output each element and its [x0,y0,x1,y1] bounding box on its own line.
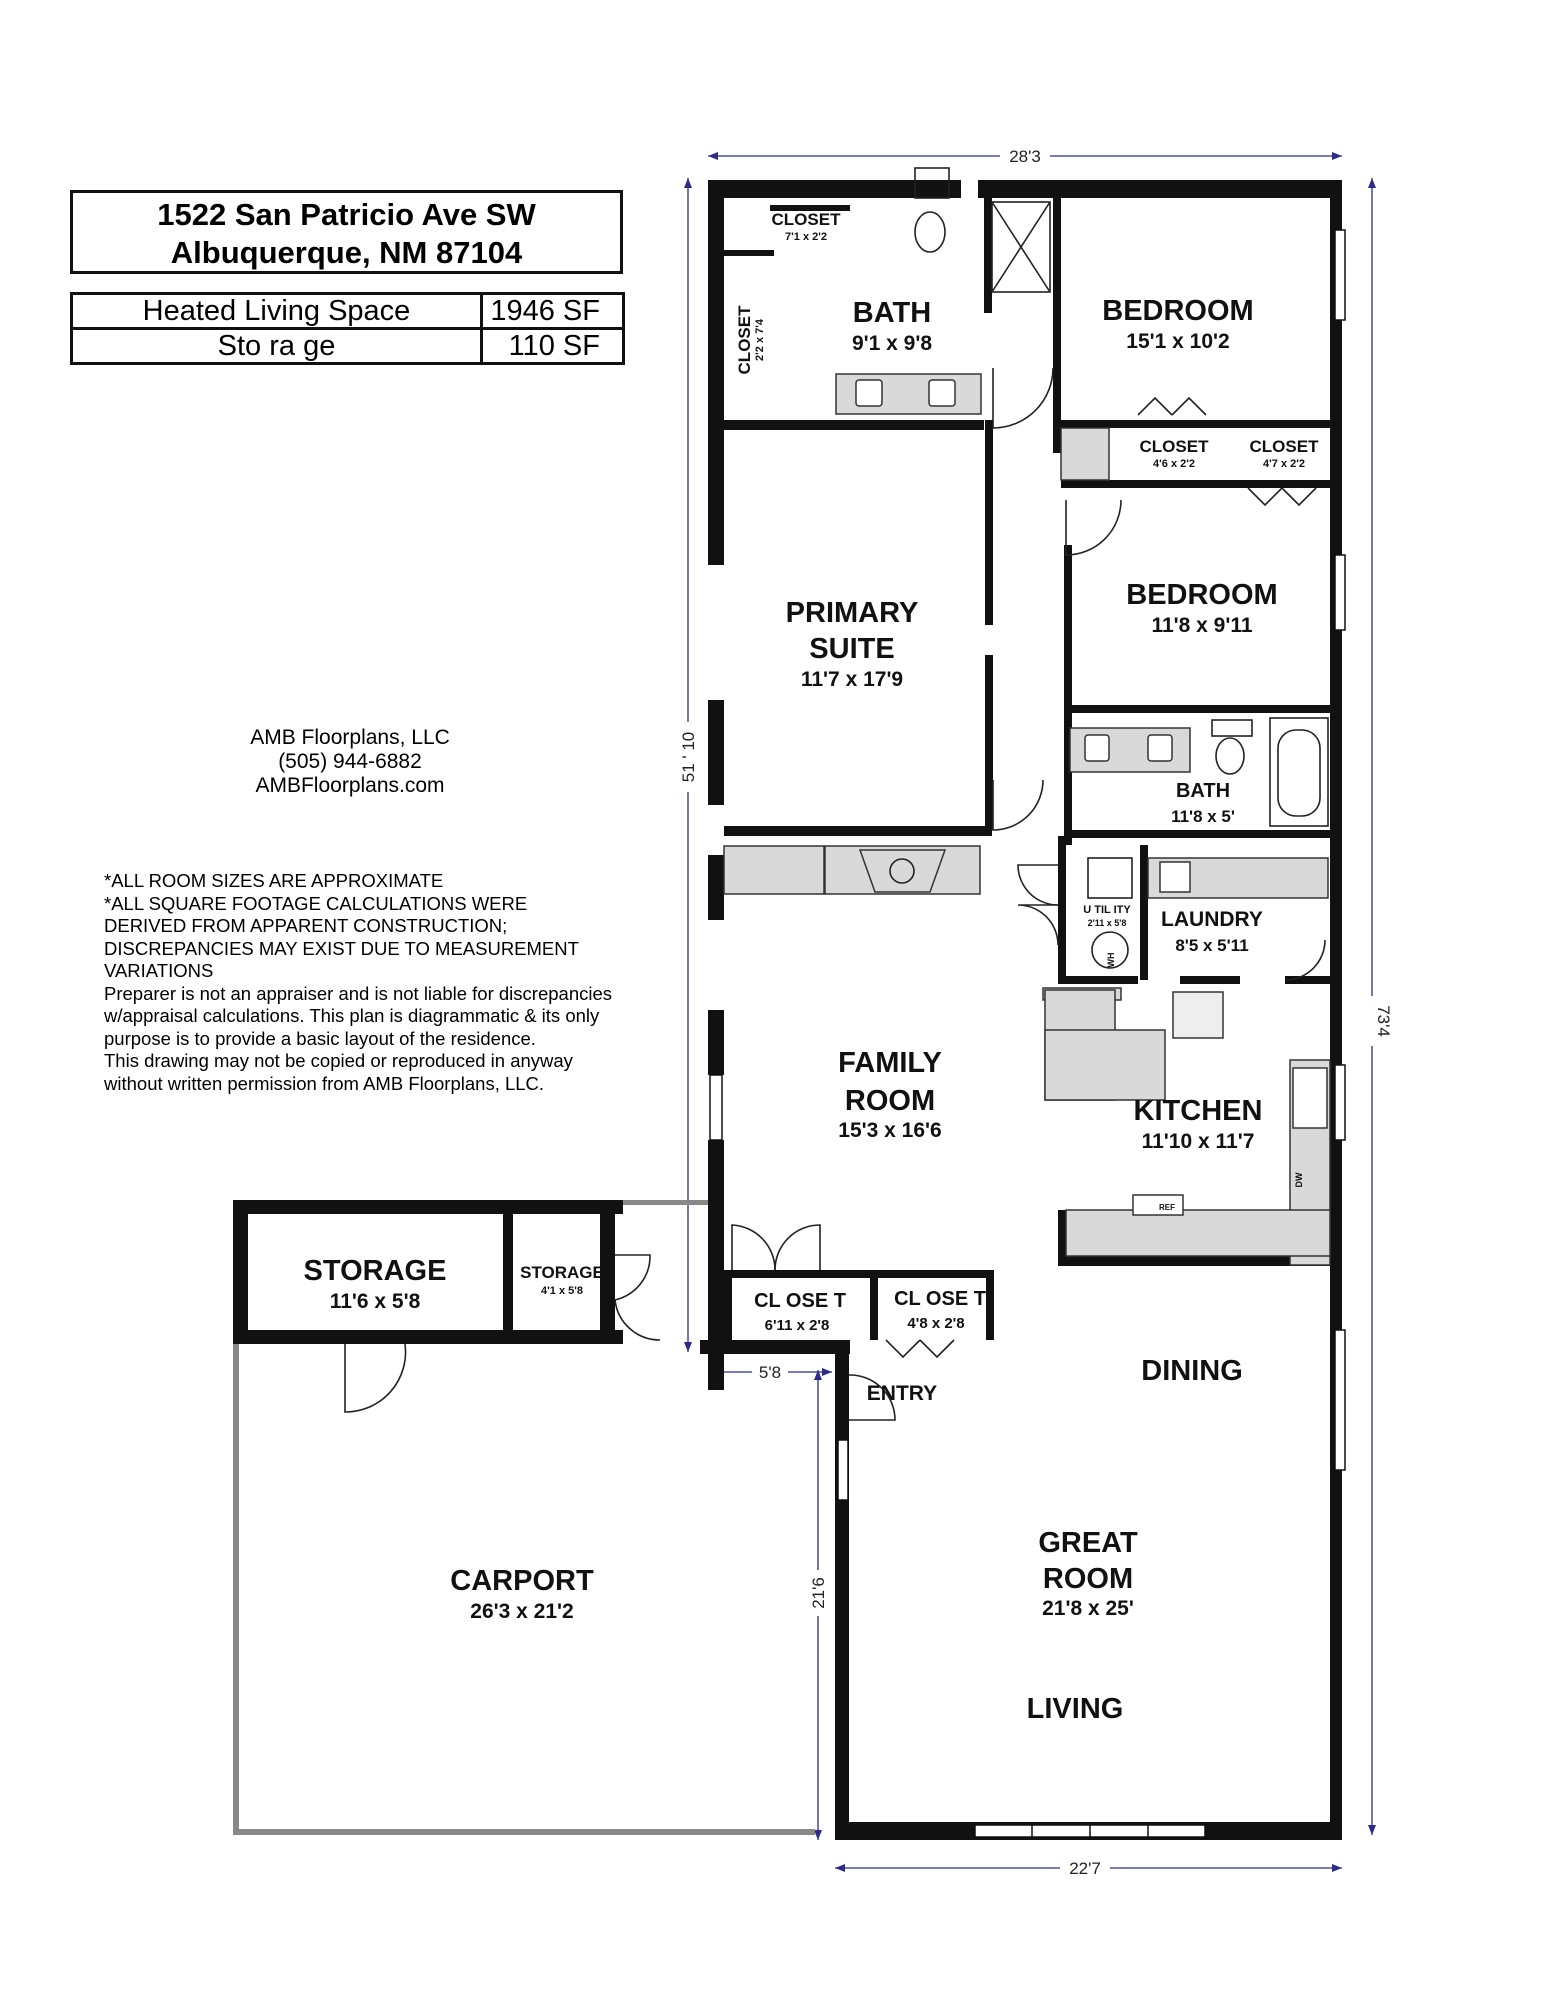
area-value: 1946 SF [480,292,625,330]
utility-dims: 2'11 x 5'8 [1088,918,1127,928]
doors [344,367,1326,1421]
room-labels: CLOSET 7'1 x 2'2 CLOSET 2'2 x 7'4 BATH 9… [304,210,1320,1725]
table-row: Sto ra ge 110 SF [70,327,625,365]
carport-dims: 26'3 x 21'2 [470,1600,573,1623]
family-name-1: FAMILY [838,1047,942,1079]
utility-name: U TIL ITY [1083,904,1131,916]
dim-left: 51 ' 10 [679,732,698,783]
area-value: 110 SF [480,327,625,365]
dishwasher-label: DW [1294,1172,1304,1187]
closet-top-name: CLOSET [772,210,842,229]
bath2-dims: 11'8 x 5' [1171,807,1235,826]
primary-name-2: SUITE [809,633,894,665]
dim-bottom: 22'7 [1069,1859,1101,1878]
dim-carport-height: 21'6 [809,1577,828,1609]
address-line-2: Albuquerque, NM 87104 [170,235,523,270]
company-website: AMBFloorplans.com [255,774,445,797]
storage2-name: STORAGE [520,1263,604,1282]
primary-name-1: PRIMARY [786,597,919,629]
storage2-dims: 4'1 x 5'8 [541,1285,583,1297]
fixtures [723,167,1331,1266]
closet-b2-dims: 4'7 x 2'2 [1263,458,1305,470]
address-box: 1522 San Patricio Ave SW Albuquerque, NM… [70,190,623,274]
closet-e2-name: CL OSE T [894,1288,986,1310]
closet-b1-dims: 4'6 x 2'2 [1153,458,1195,470]
laundry-name: LAUNDRY [1161,908,1263,931]
closet-top-dims: 7'1 x 2'2 [785,231,827,243]
area-label: Sto ra ge [70,327,483,365]
closet-side-dims: 2'2 x 7'4 [754,318,766,361]
table-row: Heated Living Space 1946 SF [70,292,625,330]
living-label: LIVING [1027,1693,1124,1725]
windows [709,229,1346,1838]
great-room-name-1: GREAT [1038,1527,1138,1559]
bedroom1-dims: 15'1 x 10'2 [1126,330,1229,353]
disclaimer-text: *ALL ROOM SIZES ARE APPROXIMATE *ALL SQU… [104,870,613,1094]
storage1-dims: 11'6 x 5'8 [330,1290,421,1313]
family-name-2: ROOM [845,1085,935,1117]
area-table: Heated Living Space 1946 SF Sto ra ge 11… [70,292,625,365]
area-label: Heated Living Space [70,292,483,330]
company-name: AMB Floorplans, LLC [250,726,450,749]
primary-dims: 11'7 x 17'9 [801,668,903,691]
closet-side-name: CLOSET [735,305,754,375]
refrigerator-label: REF [1159,1203,1175,1212]
closet-b2-name: CLOSET [1250,437,1320,456]
kitchen-dims: 11'10 x 11'7 [1142,1130,1255,1153]
bath1-dims: 9'1 x 9'8 [852,332,932,355]
closet-e1-dims: 6'11 x 2'8 [765,1317,830,1334]
address-line-1: 1522 San Patricio Ave SW [157,197,536,232]
interior-walls [724,198,1330,1340]
closet-e2-dims: 4'8 x 2'8 [907,1315,964,1332]
dim-top: 28'3 [1009,147,1041,166]
bedroom2-dims: 11'8 x 9'11 [1151,614,1252,637]
closet-b1-name: CLOSET [1140,437,1210,456]
bedroom2-name: BEDROOM [1126,579,1277,611]
carport-name: CARPORT [450,1565,594,1597]
dim-offset: 5'8 [759,1363,781,1382]
family-dims: 15'3 x 16'6 [838,1119,941,1142]
dim-right: 73'4 [1374,1005,1393,1037]
laundry-dims: 8'5 x 5'11 [1175,936,1248,955]
great-room-name-2: ROOM [1043,1563,1133,1595]
closet-e1-name: CL OSE T [754,1290,846,1312]
bedroom1-name: BEDROOM [1102,295,1253,327]
entry-label: ENTRY [867,1382,937,1405]
company-phone: (505) 944-6882 [278,750,422,773]
bath2-name: BATH [1176,780,1230,802]
dimension-lines [684,152,1376,1872]
great-room-dims: 21'8 x 25' [1042,1597,1134,1620]
company-info: AMB Floorplans, LLC (505) 944-6882 AMBFl… [200,726,500,798]
water-heater-label: WH [1106,953,1116,968]
dining-label: DINING [1141,1355,1243,1387]
storage1-name: STORAGE [304,1255,447,1287]
bath1-name: BATH [853,297,931,329]
kitchen-name: KITCHEN [1134,1095,1263,1127]
